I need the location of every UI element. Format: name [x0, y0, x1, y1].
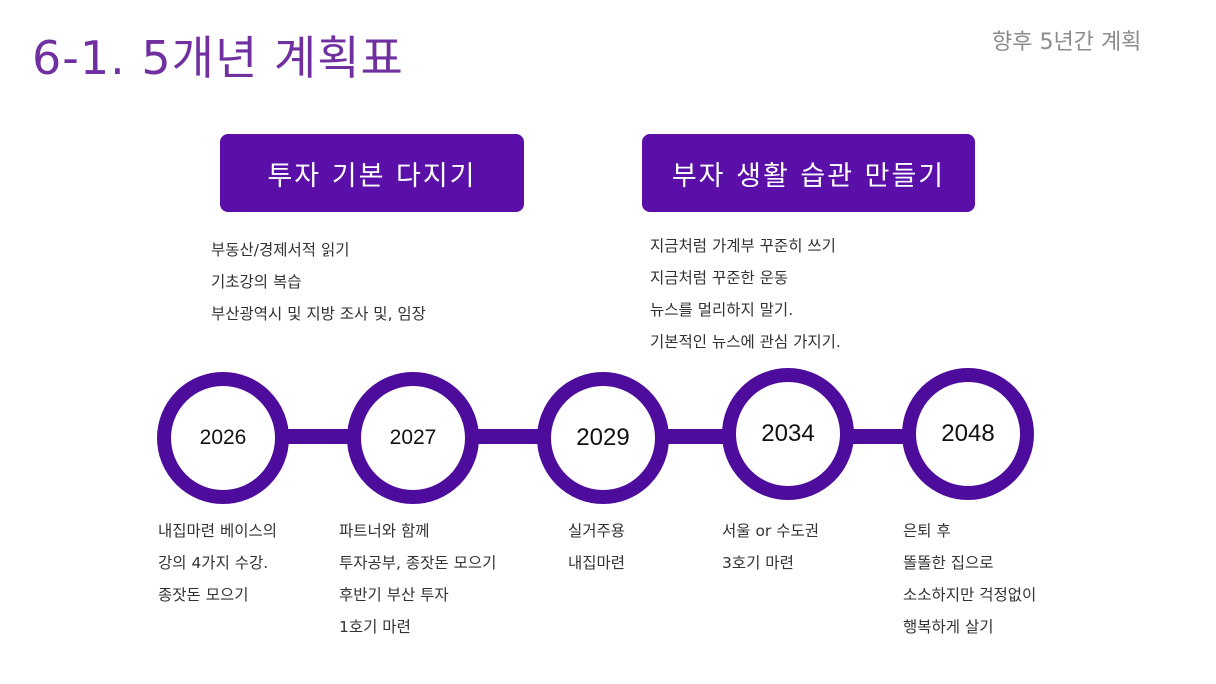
- list-item: 지금처럼 꾸준한 운동: [650, 269, 789, 287]
- list-item: 부산광역시 및 지방 조사 및, 임장: [211, 305, 426, 323]
- milestone-year: 2027: [389, 426, 437, 449]
- milestone-year: 2026: [199, 426, 247, 449]
- list-item: 투자공부, 종잣돈 모으기: [339, 554, 497, 572]
- list-item: 행복하게 살기: [903, 618, 994, 636]
- phase-list-habits: 지금처럼 가계부 꾸준히 쓰기 지금처럼 꾸준한 운동 뉴스를 멀리하지 말기.…: [650, 230, 841, 358]
- milestone-list-2048: 은퇴 후 똘똘한 집으로 소소하지만 걱정없이 행복하게 살기: [903, 515, 1036, 643]
- milestone-circle-2027: 2027: [347, 372, 479, 504]
- page-title: 6-1. 5개년 계획표: [32, 31, 404, 85]
- list-item: 서울 or 수도권: [722, 522, 820, 540]
- list-item: 실거주용: [568, 522, 626, 540]
- phase-box-basics: 투자 기본 다지기: [220, 134, 524, 212]
- milestone-year: 2034: [761, 420, 815, 447]
- list-item: 부동산/경제서적 읽기: [211, 241, 350, 259]
- list-item: 지금처럼 가계부 꾸준히 쓰기: [650, 237, 836, 255]
- list-item: 파트너와 함께: [339, 522, 430, 540]
- list-item: 종잣돈 모으기: [158, 586, 249, 604]
- list-item: 1호기 마련: [339, 618, 411, 636]
- list-item: 내집마련: [568, 554, 626, 572]
- list-item: 은퇴 후: [903, 522, 951, 540]
- milestone-circle-2048: 2048: [902, 368, 1034, 500]
- phase-list-basics: 부동산/경제서적 읽기 기초강의 복습 부산광역시 및 지방 조사 및, 임장: [211, 234, 426, 330]
- list-item: 후반기 부산 투자: [339, 586, 449, 604]
- list-item: 뉴스를 멀리하지 말기.: [650, 301, 794, 319]
- milestone-list-2026: 내집마련 베이스의 강의 4가지 수강. 종잣돈 모으기: [158, 515, 277, 611]
- list-item: 내집마련 베이스의: [158, 522, 278, 540]
- list-item: 3호기 마련: [722, 554, 794, 572]
- milestone-circle-2026: 2026: [157, 372, 289, 504]
- list-item: 기초강의 복습: [211, 273, 302, 291]
- phase-box-habits: 부자 생활 습관 만들기: [642, 134, 975, 212]
- milestone-year: 2048: [941, 420, 995, 447]
- list-item: 강의 4가지 수강.: [158, 554, 269, 572]
- page-subtitle: 향후 5년간 계획: [992, 30, 1142, 55]
- list-item: 소소하지만 걱정없이: [903, 586, 1037, 604]
- milestone-circle-2029: 2029: [537, 372, 669, 504]
- milestone-list-2029: 실거주용 내집마련: [568, 515, 625, 579]
- milestone-circle-2034: 2034: [722, 368, 854, 500]
- milestone-list-2027: 파트너와 함께 투자공부, 종잣돈 모으기 후반기 부산 투자 1호기 마련: [339, 515, 496, 643]
- list-item: 기본적인 뉴스에 관심 가지기.: [650, 333, 841, 351]
- list-item: 똘똘한 집으로: [903, 554, 994, 572]
- milestone-list-2034: 서울 or 수도권 3호기 마련: [722, 515, 819, 579]
- milestone-year: 2029: [576, 424, 630, 451]
